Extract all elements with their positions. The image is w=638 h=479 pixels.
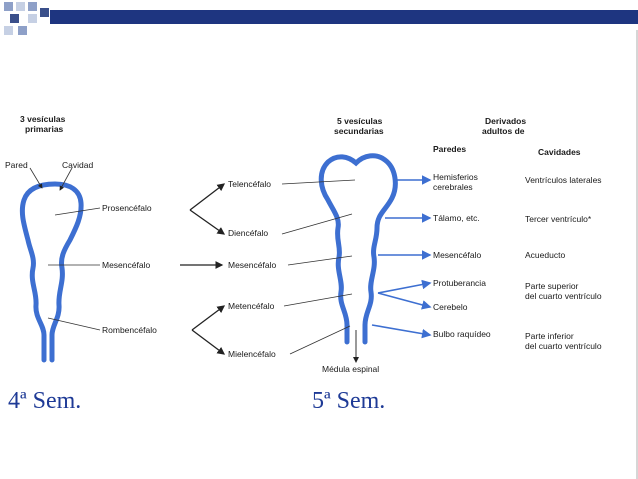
metencefalo-label: Metencéfalo — [228, 301, 275, 311]
secondary-vesicles-tube — [318, 153, 398, 345]
accent-square — [18, 26, 27, 35]
diencefalo-label: Diencéfalo — [228, 228, 269, 238]
mielencefalo-label: Mielencéfalo — [228, 349, 276, 359]
primary-header-line1: 3 vesículas — [20, 114, 66, 124]
mesencefalo-wall-label: Mesencéfalo — [433, 250, 482, 260]
cuarto-inferior-line1: Parte inferior — [525, 331, 574, 341]
accent-square — [28, 2, 37, 11]
mesencefalo-secondary-label: Mesencéfalo — [228, 260, 277, 270]
accent-square — [4, 26, 13, 35]
week4-label: 4ª Sem. — [8, 388, 82, 414]
hemisferios-line2: cerebrales — [433, 182, 473, 192]
cuarto-inferior-line2: del cuarto ventrículo — [525, 341, 602, 351]
cavidad-label: Cavidad — [62, 160, 94, 170]
primary-vesicles-tube — [19, 181, 84, 363]
protuberancia-label: Protuberancia — [433, 278, 486, 288]
derived-header-line2: adultos de — [482, 126, 525, 136]
cuarto-superior-line2: del cuarto ventrículo — [525, 291, 602, 301]
walls-header: Paredes — [433, 144, 467, 154]
hemisferios-line1: Hemisferios — [433, 172, 478, 182]
mesencefalo-primary-label: Mesencéfalo — [102, 260, 151, 270]
week5-label: 5ª Sem. — [312, 388, 386, 414]
pared-label: Pared — [5, 160, 28, 170]
rombencefalo-label: Rombencéfalo — [102, 325, 157, 335]
slide-border — [636, 30, 638, 479]
talamo-label: Tálamo, etc. — [433, 213, 480, 223]
derived-header-line1: Derivados — [485, 116, 527, 126]
accent-square — [40, 8, 49, 17]
ventriculos-laterales-label: Ventrículos laterales — [525, 175, 602, 185]
prosencefalo-label: Prosencéfalo — [102, 203, 152, 213]
acueducto-label: Acueducto — [525, 250, 566, 260]
accent-square — [10, 14, 19, 23]
tercer-ventriculo-label: Tercer ventrículo* — [525, 214, 592, 224]
bulbo-label: Bulbo raquídeo — [433, 329, 491, 339]
cerebelo-label: Cerebelo — [433, 302, 468, 312]
accent-square — [4, 2, 13, 11]
medula-label: Médula espinal — [322, 364, 380, 374]
accent-square — [28, 14, 37, 23]
cuarto-superior-line1: Parte superior — [525, 281, 579, 291]
title-bar — [50, 10, 638, 24]
secondary-header-line1: 5 vesículas — [337, 116, 383, 126]
secondary-header-line2: secundarias — [334, 126, 384, 136]
cavities-header: Cavidades — [538, 147, 581, 157]
accent-square — [16, 2, 25, 11]
primary-header-line2: primarias — [25, 124, 64, 134]
telencefalo-label: Telencéfalo — [228, 179, 272, 189]
